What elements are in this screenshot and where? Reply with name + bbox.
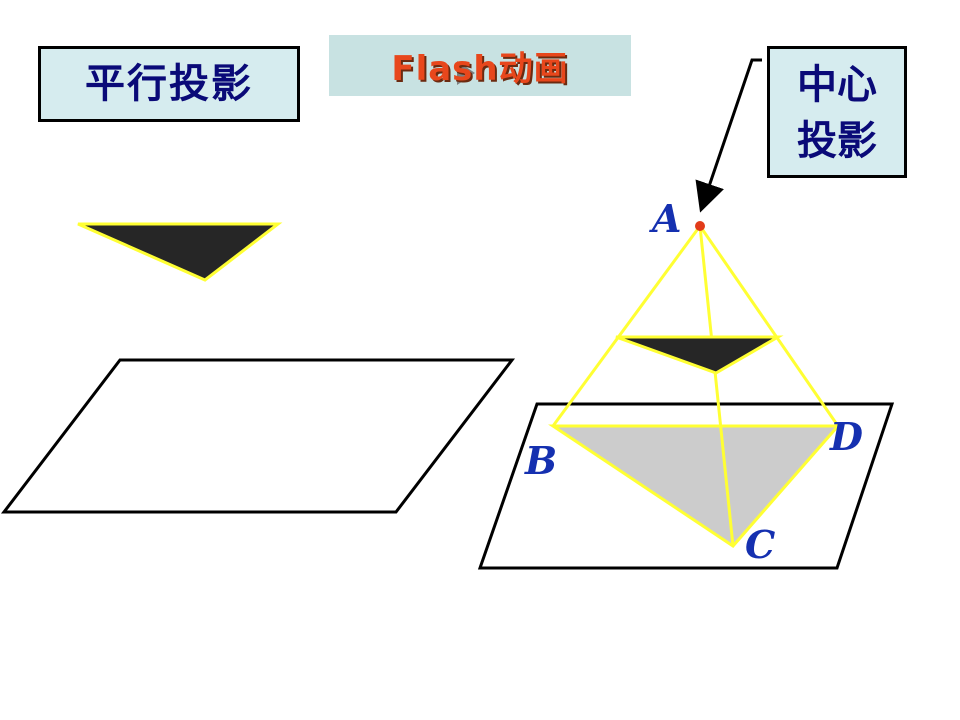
ray-a-b — [551, 225, 702, 427]
light-source-dot — [695, 221, 705, 231]
flash-animation-button[interactable]: Flash动画 — [329, 35, 631, 96]
ray-a-c — [698, 225, 735, 547]
point-label-c: C — [745, 522, 775, 567]
flash-animation-label: Flash动画 — [391, 49, 569, 89]
point-label-a: A — [649, 196, 681, 241]
central-projection-line2: 投影 — [797, 118, 877, 164]
parallel-triangle — [77, 222, 283, 282]
pointer-arrow — [695, 58, 762, 213]
parallel-plane — [0, 358, 516, 514]
parallel-projection-label: 平行投影 — [38, 46, 300, 122]
ray-a-d — [698, 225, 840, 427]
central-projection-line1: 中心 — [797, 62, 877, 108]
central-projection-label: 中心 投影 — [767, 46, 907, 178]
parallel-projection-text: 平行投影 — [85, 61, 253, 107]
object-triangle — [615, 335, 784, 375]
shadow-triangle — [548, 424, 842, 548]
point-label-b: B — [524, 438, 557, 483]
central-plane — [477, 402, 895, 570]
point-label-d: D — [829, 414, 863, 459]
play-icon[interactable] — [457, 61, 475, 85]
